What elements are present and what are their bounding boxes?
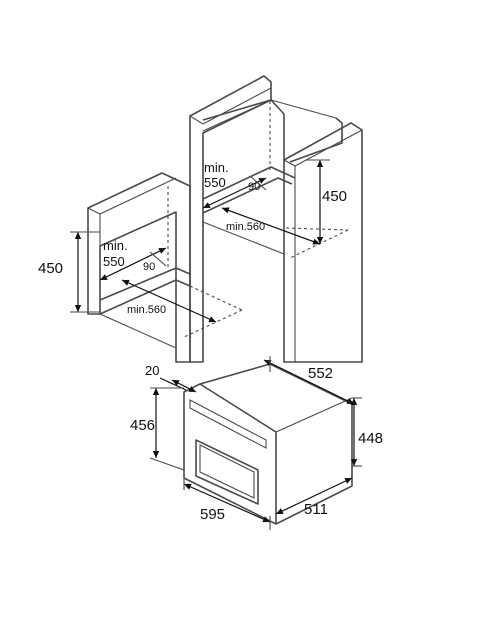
label-upper-depth-min: min. — [204, 160, 229, 175]
label-appliance-front-width: 595 — [200, 506, 225, 523]
dimension-lines — [70, 159, 362, 530]
label-appliance-front-height: 456 — [130, 417, 155, 434]
label-lower-ninety: 90 — [143, 261, 155, 273]
label-upper-ninety: 90 — [248, 181, 260, 193]
label-lower-depth-min: min. — [103, 238, 128, 253]
label-appliance-body-height: 448 — [358, 430, 383, 447]
label-appliance-body-width: 511 — [304, 501, 328, 518]
label-appliance-depth-total: 552 — [308, 365, 333, 382]
dimension-labels: min. 550 90 450 min.560 min. 550 90 450 … — [38, 160, 383, 523]
label-lower-width-min: min.560 — [127, 304, 166, 316]
label-appliance-front-thickness: 20 — [145, 363, 159, 378]
tall-cabinet — [189, 75, 363, 363]
appliance — [183, 363, 353, 525]
label-upper-width-min: min.560 — [226, 221, 265, 233]
label-upper-depth-value: 550 — [204, 175, 226, 190]
label-lower-height: 450 — [38, 260, 63, 277]
label-upper-height: 450 — [322, 188, 347, 205]
label-lower-depth-value: 550 — [103, 254, 125, 269]
